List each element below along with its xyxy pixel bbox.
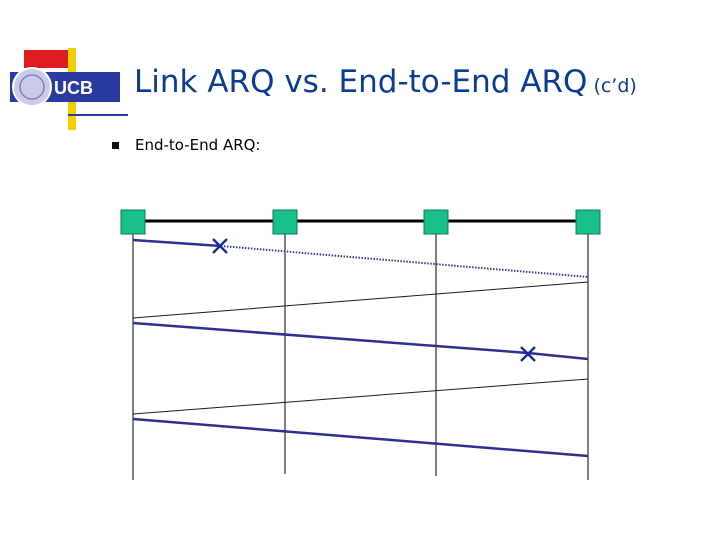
bullet-text: End-to-End ARQ: [135,136,261,154]
bullet-marker-icon [112,141,119,149]
data-packet-2-sent [132,321,529,355]
loss-marker-icon [520,346,536,362]
ack-1 [132,281,589,319]
slide-title: Link ARQ vs. End-to-End ARQ(c’d) [134,64,637,100]
loss-marker-icon [212,238,228,254]
ack-2 [132,378,589,415]
ucb-logo: UCB [10,48,128,130]
data-packet-1-sent [132,238,222,248]
slide-title-main: Link ARQ vs. End-to-End ARQ [134,64,588,100]
data-packet-3-delivered [132,417,589,458]
bullet-item: End-to-End ARQ: [112,136,261,154]
logo-seal-icon [12,67,52,107]
logo-text: UCB [54,78,93,98]
slide-title-suffix: (c’d) [593,75,637,97]
node-2 [272,209,298,235]
data-packet-2-lost [527,351,589,361]
logo-red-block [24,50,70,68]
logo-bottom-bar [68,114,128,116]
data-packet-1-lost [220,245,589,278]
node-3 [423,209,449,235]
node-1 [120,209,146,235]
node-4 [575,209,601,235]
logo-seal-inner [19,74,45,100]
